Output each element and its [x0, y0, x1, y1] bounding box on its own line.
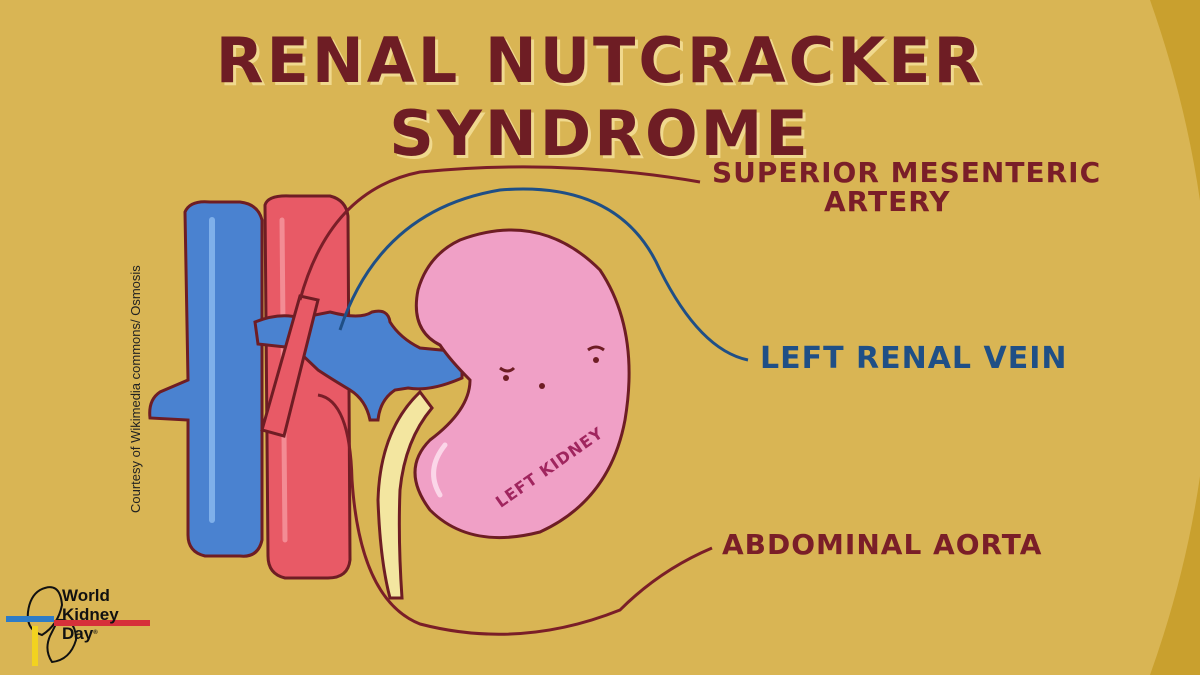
label-sma-line2: ARTERY	[824, 185, 951, 219]
background-curve	[1150, 0, 1200, 675]
label-superior-mesenteric-artery: SUPERIOR MESENTERIC ARTERY	[712, 158, 1101, 217]
logo-line-world: World	[62, 586, 110, 605]
logo-wordmark: World Kidney Day®	[62, 586, 119, 643]
vein-leader-line	[338, 187, 749, 362]
vena-cava-icon	[148, 200, 264, 558]
aorta-leader-line	[317, 393, 713, 636]
logo-line-day: Day®	[62, 624, 119, 643]
registered-mark: ®	[93, 630, 98, 636]
world-kidney-day-logo-icon	[6, 586, 150, 666]
label-sma-line1: SUPERIOR MESENTERIC	[712, 156, 1102, 189]
label-abdominal-aorta: ABDOMINAL AORTA	[722, 528, 1043, 561]
image-credit: Courtesy of Wikimedia commons/ Osmosis	[128, 265, 143, 513]
logo-day-text: Day	[62, 624, 94, 643]
ureter-icon	[376, 389, 434, 600]
page-title: RENAL NUTCRACKER SYNDROME	[215, 24, 985, 170]
sma-icon	[260, 294, 320, 438]
logo-line-kidney: Kidney	[62, 605, 119, 624]
label-left-renal-vein: LEFT RENAL VEIN	[760, 341, 1068, 376]
kidney-icon	[413, 228, 631, 540]
aorta-icon	[263, 194, 352, 580]
sma-leader-line	[298, 165, 701, 301]
